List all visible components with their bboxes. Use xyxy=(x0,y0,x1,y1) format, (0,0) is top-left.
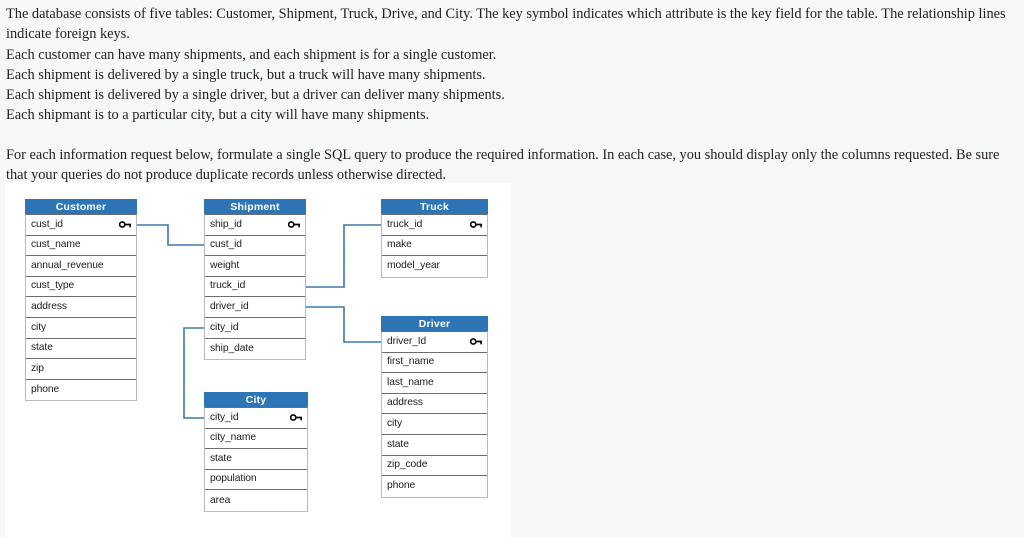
entity-table-truck[interactable]: Truck truck_id make model_year xyxy=(381,199,488,278)
attribute-label: make xyxy=(387,239,412,251)
attribute-label: cust_name xyxy=(31,239,81,251)
intro-paragraph-shipment-city: Each shipmant is to a particular city, b… xyxy=(6,107,430,124)
attribute-row-area[interactable]: area xyxy=(205,490,307,511)
attribute-label: city_id xyxy=(210,321,239,333)
attribute-label: driver_id xyxy=(210,301,249,313)
attribute-label: state xyxy=(387,438,409,450)
attribute-label: city_name xyxy=(210,432,257,444)
attribute-row-zip-code[interactable]: zip_code xyxy=(382,455,487,477)
attribute-label: area xyxy=(210,494,231,506)
attribute-label: cust_id xyxy=(210,239,242,251)
entity-title-shipment: Shipment xyxy=(204,199,306,214)
attribute-row-driver-id[interactable]: driver_Id xyxy=(382,332,487,353)
attribute-row-ship-id[interactable]: ship_id xyxy=(205,215,305,236)
attribute-label: population xyxy=(210,473,257,485)
attribute-row-state[interactable]: state xyxy=(382,434,487,456)
entity-title-truck: Truck xyxy=(381,199,488,214)
key-icon xyxy=(119,221,131,229)
attribute-row-city-id[interactable]: city_id xyxy=(205,317,305,339)
attribute-row-make[interactable]: make xyxy=(382,235,487,257)
attribute-label: cust_id xyxy=(31,218,63,230)
attribute-row-cust-type[interactable]: cust_type xyxy=(26,276,136,298)
attribute-row-state[interactable]: state xyxy=(26,338,136,360)
attribute-label: ship_id xyxy=(210,218,242,230)
intro-paragraph-customer-shipment: Each customer can have many shipments, a… xyxy=(6,46,497,63)
attribute-row-phone[interactable]: phone xyxy=(382,476,487,497)
attribute-label: phone xyxy=(387,480,416,492)
entity-attribute-list-city: city_id city_name state population area xyxy=(204,407,308,512)
attribute-label: state xyxy=(210,452,232,464)
entity-table-driver[interactable]: Driver driver_Id first_name last_name ad… xyxy=(381,316,488,498)
attribute-row-ship-date[interactable]: ship_date xyxy=(205,338,305,360)
entity-attribute-list-shipment: ship_id cust_id weight truck_id driver_i… xyxy=(204,214,306,361)
attribute-label: weight xyxy=(210,259,240,271)
intro-paragraph-shipment-driver: Each shipment is delivered by a single d… xyxy=(6,87,505,104)
attribute-label: city_id xyxy=(210,411,239,423)
key-icon xyxy=(290,414,302,422)
entity-table-city[interactable]: City city_id city_name state population … xyxy=(204,392,308,512)
attribute-row-annual-revenue[interactable]: annual_revenue xyxy=(26,256,136,277)
intro-paragraph-shipment-truck: Each shipment is delivered by a single t… xyxy=(6,66,486,83)
intro-paragraph-request-instructions: For each information request below, form… xyxy=(6,146,1000,184)
key-icon xyxy=(470,338,482,346)
entity-table-customer[interactable]: Customer cust_id cust_name annual_revenu… xyxy=(25,199,137,402)
attribute-label: first_name xyxy=(387,356,435,368)
attribute-row-city[interactable]: city xyxy=(26,317,136,339)
attribute-label: ship_date xyxy=(210,342,254,354)
relationship-line-shipment-city xyxy=(183,327,204,419)
attribute-row-last-name[interactable]: last_name xyxy=(382,373,487,394)
entity-table-shipment[interactable]: Shipment ship_id cust_id weight truck_id xyxy=(204,199,306,361)
attribute-row-model-year[interactable]: model_year xyxy=(382,256,487,277)
attribute-row-address[interactable]: address xyxy=(382,393,487,415)
attribute-row-truck-id[interactable]: truck_id xyxy=(205,276,305,298)
attribute-label: zip xyxy=(31,362,44,374)
attribute-row-cust-name[interactable]: cust_name xyxy=(26,235,136,257)
entity-attribute-list-driver: driver_Id first_name last_name address c… xyxy=(381,331,488,498)
attribute-label: city xyxy=(387,418,403,430)
relationship-line-shipment-driver xyxy=(306,306,381,343)
attribute-row-driver-id[interactable]: driver_id xyxy=(205,297,305,318)
attribute-row-phone[interactable]: phone xyxy=(26,379,136,401)
attribute-label: state xyxy=(31,342,53,354)
attribute-row-cust-id[interactable]: cust_id xyxy=(205,235,305,257)
attribute-label: last_name xyxy=(387,376,434,388)
attribute-row-weight[interactable]: weight xyxy=(205,256,305,277)
intro-text-block: The database consists of five tables: Cu… xyxy=(0,0,1024,186)
attribute-label: driver_Id xyxy=(387,335,427,347)
attribute-label: address xyxy=(387,397,423,409)
er-diagram-panel: Customer cust_id cust_name annual_revenu… xyxy=(5,183,511,537)
entity-title-city: City xyxy=(204,392,308,407)
attribute-label: zip_code xyxy=(387,459,428,471)
key-icon xyxy=(470,221,482,229)
attribute-label: phone xyxy=(31,383,60,395)
attribute-row-cust-id[interactable]: cust_id xyxy=(26,215,136,236)
attribute-label: truck_id xyxy=(210,280,246,292)
attribute-row-city[interactable]: city xyxy=(382,414,487,435)
attribute-row-population[interactable]: population xyxy=(205,469,307,491)
attribute-row-city-id[interactable]: city_id xyxy=(205,408,307,429)
entity-attribute-list-customer: cust_id cust_name annual_revenue cust_ty… xyxy=(25,214,137,402)
entity-title-driver: Driver xyxy=(381,316,488,331)
attribute-row-zip[interactable]: zip xyxy=(26,359,136,380)
attribute-label: address xyxy=(31,301,67,313)
intro-paragraph-overview: The database consists of five tables: Cu… xyxy=(6,6,1006,43)
attribute-label: truck_id xyxy=(387,218,423,230)
attribute-row-state[interactable]: state xyxy=(205,449,307,470)
entity-attribute-list-truck: truck_id make model_year xyxy=(381,214,488,278)
attribute-label: model_year xyxy=(387,260,440,272)
entity-title-customer: Customer xyxy=(25,199,137,214)
attribute-row-address[interactable]: address xyxy=(26,297,136,318)
key-icon xyxy=(288,221,300,229)
attribute-row-truck-id[interactable]: truck_id xyxy=(382,215,487,236)
attribute-row-city-name[interactable]: city_name xyxy=(205,428,307,450)
relationship-line-shipment-truck xyxy=(306,224,381,288)
relationship-line-customer-shipment xyxy=(137,224,204,246)
attribute-label: annual_revenue xyxy=(31,259,104,271)
attribute-label: city xyxy=(31,321,47,333)
attribute-label: cust_type xyxy=(31,280,75,292)
attribute-row-first-name[interactable]: first_name xyxy=(382,352,487,374)
